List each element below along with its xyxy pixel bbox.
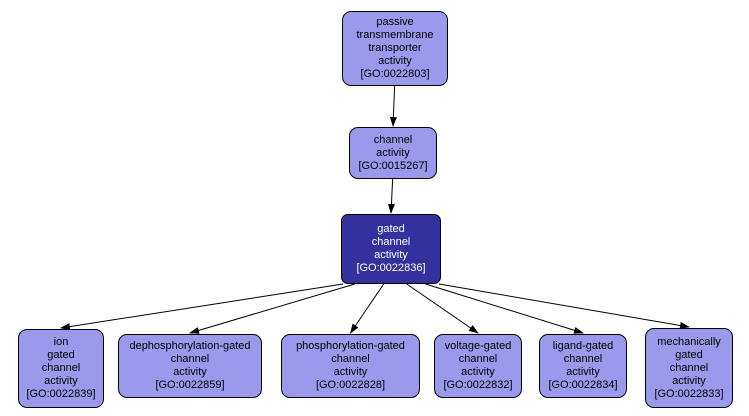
go-node-voltage-gated-channel-activity[interactable]: voltage-gated channel activity [GO:00228… bbox=[434, 334, 522, 398]
go-term-name: ion gated channel activity bbox=[41, 336, 81, 387]
go-term-name: phosphorylation-gated channel activity bbox=[296, 340, 405, 378]
relationship-edge bbox=[349, 283, 385, 334]
relationship-edge bbox=[387, 178, 395, 214]
go-node-passive-transmembrane-transporter-activity[interactable]: passive transmembrane transporter activi… bbox=[342, 11, 448, 86]
go-term-id: [GO:0022859] bbox=[155, 379, 225, 391]
go-term-id: [GO:0022832] bbox=[443, 379, 513, 391]
go-term-id: [GO:0022836] bbox=[356, 262, 426, 274]
relationship-edge bbox=[406, 283, 479, 334]
go-term-id: [GO:0015267] bbox=[358, 159, 428, 172]
go-term-name: voltage-gated channel activity bbox=[444, 340, 512, 378]
go-term-name: ligand-gated channel activity bbox=[552, 340, 614, 378]
relationship-edge bbox=[389, 85, 397, 127]
go-term-name: mechanically gated channel activity bbox=[657, 335, 721, 387]
relationship-edge bbox=[438, 283, 690, 329]
go-term-id: [GO:0022834] bbox=[548, 379, 618, 391]
go-node-ligand-gated-channel-activity[interactable]: ligand-gated channel activity [GO:002283… bbox=[539, 334, 627, 398]
go-term-id: [GO:0022833] bbox=[654, 387, 724, 400]
go-term-name: channel activity bbox=[373, 133, 413, 159]
go-node-ion-gated-channel-activity[interactable]: ion gated channel activity [GO:0022839] bbox=[18, 329, 104, 408]
go-node-mechanically-gated-channel-activity[interactable]: mechanically gated channel activity [GO:… bbox=[645, 328, 733, 408]
go-term-name: dephosphorylation-gated channel activity bbox=[129, 340, 251, 378]
relationship-edge bbox=[189, 283, 355, 334]
go-term-id: [GO:0022839] bbox=[26, 388, 96, 400]
go-node-phosphorylation-gated-channel-activity[interactable]: phosphorylation-gated channel activity [… bbox=[281, 334, 420, 398]
go-node-channel-activity[interactable]: channel activity [GO:0015267] bbox=[349, 127, 437, 179]
relationship-edge bbox=[60, 283, 344, 331]
go-term-name: passive transmembrane transporter activi… bbox=[356, 16, 434, 67]
go-term-id: [GO:0022828] bbox=[315, 379, 386, 391]
relationship-edge bbox=[425, 283, 584, 334]
go-term-id: [GO:0022803] bbox=[360, 68, 430, 80]
go-node-dephosphorylation-gated-channel-activity[interactable]: dephosphorylation-gated channel activity… bbox=[118, 334, 262, 398]
go-node-gated-channel-activity-selected[interactable]: gated channel activity [GO:0022836] bbox=[341, 214, 441, 284]
go-term-name: gated channel activity bbox=[371, 223, 411, 261]
